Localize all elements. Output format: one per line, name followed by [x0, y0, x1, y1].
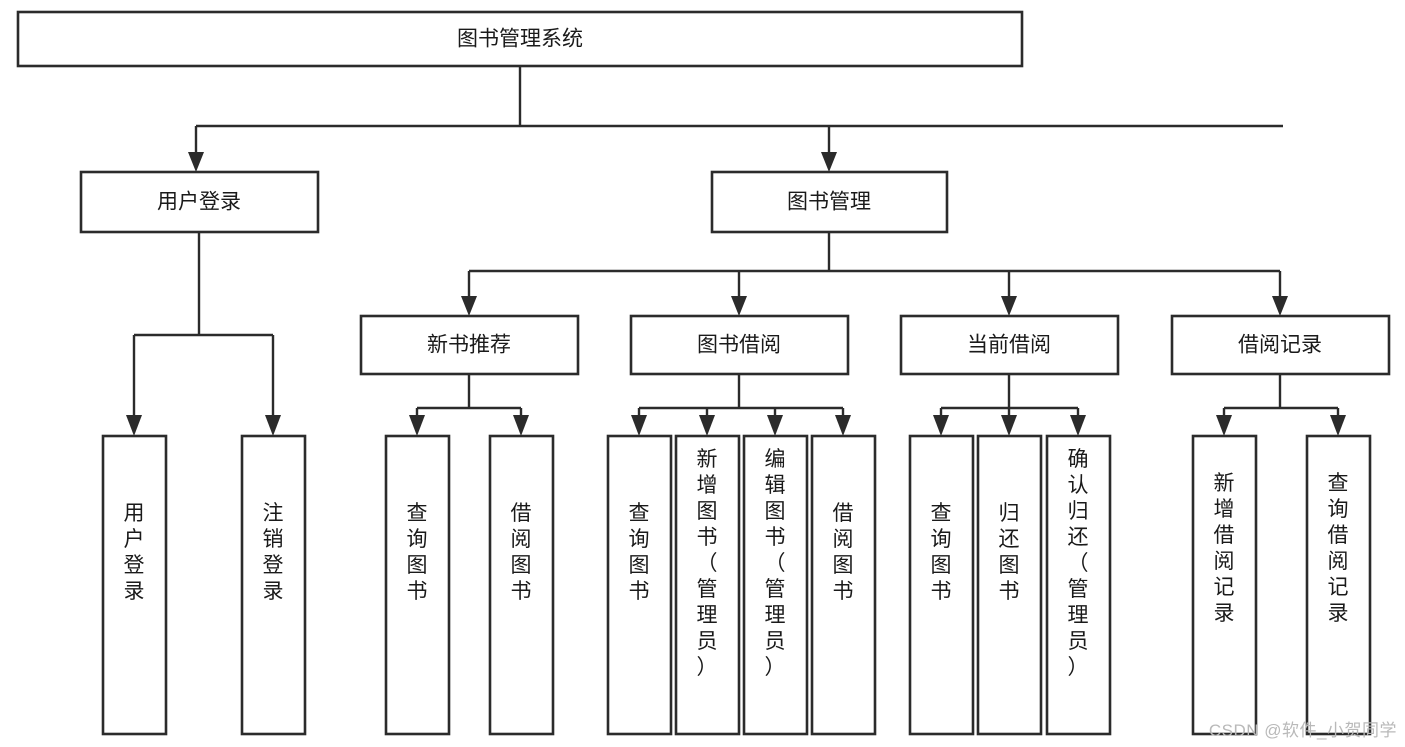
leaf-query-book-1-box[interactable]: [384, 434, 451, 736]
leaf-edit-book[interactable]: 编辑图书（管理员）: [742, 434, 809, 736]
arrow-to-leaf-edit-book-icon: [767, 415, 783, 436]
arrow-root-to-user-login-icon: [188, 152, 204, 172]
arrow-to-leaf-query-book-2-icon: [631, 415, 647, 436]
leaf-borrow-book-1-label: 借阅图书: [511, 502, 532, 603]
leaf-query-book-1-label: 查询图书: [407, 502, 428, 603]
connector-layer: [126, 66, 1346, 436]
leaf-confirm-return-label: 确认归还（管理员）: [1068, 448, 1089, 679]
leaf-add-record-label: 新增借阅记录: [1214, 472, 1235, 625]
arrow-to-leaf-query-book-3-icon: [933, 415, 949, 436]
arrow-to-new-book-recommend-icon: [461, 296, 477, 316]
node-new-book-recommend-label: 新书推荐: [427, 334, 511, 357]
leaf-return-book[interactable]: 归还图书: [976, 434, 1043, 736]
leaf-return-book-box[interactable]: [976, 434, 1043, 736]
arrow-to-leaf-borrow-book-1-icon: [513, 415, 529, 436]
leaf-edit-book-box[interactable]: [742, 434, 809, 736]
leaf-add-record-box[interactable]: [1191, 434, 1258, 736]
leaf-confirm-return[interactable]: 确认归还（管理员）: [1045, 434, 1112, 736]
node-book-manage[interactable]: 图书管理: [710, 170, 949, 234]
watermark: CSDN @软件_小贺同学: [1208, 721, 1397, 740]
leaf-user-logout-label: 注销登录: [263, 502, 284, 603]
arrow-to-leaf-query-record-icon: [1330, 415, 1346, 436]
node-root-box[interactable]: [16, 10, 1024, 68]
arrow-to-borrow-record-icon: [1272, 296, 1288, 316]
node-book-borrow-box[interactable]: [629, 314, 850, 376]
leaf-user-logout[interactable]: 注销登录: [240, 434, 307, 736]
leaf-user-login-box[interactable]: [101, 434, 168, 736]
leaf-user-login[interactable]: 用户登录: [101, 434, 168, 736]
leaf-add-book-box[interactable]: [674, 434, 741, 736]
leaf-borrow-book-2[interactable]: 借阅图书: [810, 434, 877, 736]
node-borrow-record[interactable]: 借阅记录: [1170, 314, 1391, 376]
leaf-user-login-label: 用户登录: [124, 502, 145, 603]
arrow-to-leaf-confirm-return-icon: [1070, 415, 1086, 436]
node-new-book-recommend[interactable]: 新书推荐: [359, 314, 580, 376]
leaf-query-book-2-label: 查询图书: [629, 502, 650, 603]
arrow-to-book-borrow-icon: [731, 296, 747, 316]
leaf-query-book-3-label: 查询图书: [931, 502, 952, 603]
leaf-query-book-2[interactable]: 查询图书: [606, 434, 673, 736]
leaf-borrow-book-2-box[interactable]: [810, 434, 877, 736]
arrow-to-leaf-user-logout-icon: [265, 415, 281, 436]
leaf-query-record[interactable]: 查询借阅记录: [1305, 434, 1372, 736]
arrow-to-leaf-user-login-icon: [126, 415, 142, 436]
leaf-borrow-book-1[interactable]: 借阅图书: [488, 434, 555, 736]
leaf-borrow-book-2-label: 借阅图书: [833, 502, 854, 603]
node-book-borrow-label: 图书借阅: [697, 334, 781, 357]
node-user-login-box[interactable]: [79, 170, 320, 234]
leaf-query-book-3[interactable]: 查询图书: [908, 434, 975, 736]
node-borrow-record-box[interactable]: [1170, 314, 1391, 376]
leaf-add-record[interactable]: 新增借阅记录: [1191, 434, 1258, 736]
leaf-borrow-book-1-box[interactable]: [488, 434, 555, 736]
leaf-query-book-3-box[interactable]: [908, 434, 975, 736]
node-current-borrow[interactable]: 当前借阅: [899, 314, 1120, 376]
node-root-label: 图书管理系统: [457, 28, 583, 51]
leaf-confirm-return-box[interactable]: [1045, 434, 1112, 736]
arrow-to-leaf-add-record-icon: [1216, 415, 1232, 436]
arrow-to-leaf-add-book-icon: [699, 415, 715, 436]
leaf-query-book-1[interactable]: 查询图书: [384, 434, 451, 736]
arrow-to-leaf-borrow-book-2-icon: [835, 415, 851, 436]
leaf-query-record-box[interactable]: [1305, 434, 1372, 736]
leaf-query-book-2-box[interactable]: [606, 434, 673, 736]
node-current-borrow-label: 当前借阅: [967, 334, 1051, 357]
leaf-user-logout-box[interactable]: [240, 434, 307, 736]
leaf-add-book[interactable]: 新增图书（管理员）: [674, 434, 741, 736]
node-new-book-recommend-box[interactable]: [359, 314, 580, 376]
arrow-root-to-book-manage-icon: [821, 152, 837, 172]
arrow-to-leaf-return-book-icon: [1001, 415, 1017, 436]
node-book-manage-label: 图书管理: [787, 191, 871, 214]
node-book-manage-box[interactable]: [710, 170, 949, 234]
node-user-login-label: 用户登录: [157, 191, 241, 214]
arrow-to-current-borrow-icon: [1001, 296, 1017, 316]
node-current-borrow-box[interactable]: [899, 314, 1120, 376]
node-user-login[interactable]: 用户登录: [79, 170, 320, 234]
node-book-borrow[interactable]: 图书借阅: [629, 314, 850, 376]
arrow-to-leaf-query-book-1-icon: [409, 415, 425, 436]
leaf-edit-book-label: 编辑图书（管理员）: [765, 448, 786, 679]
node-borrow-record-label: 借阅记录: [1238, 334, 1322, 357]
leaf-return-book-label: 归还图书: [999, 502, 1020, 603]
node-root[interactable]: 图书管理系统: [16, 10, 1024, 68]
leaf-add-book-label: 新增图书（管理员）: [697, 448, 718, 679]
leaf-query-record-label: 查询借阅记录: [1328, 472, 1349, 625]
